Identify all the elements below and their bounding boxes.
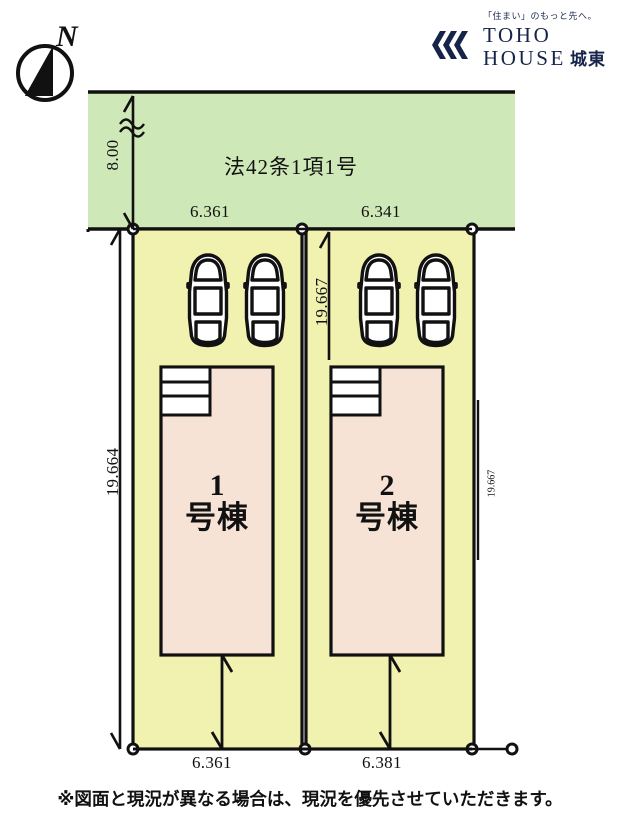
building-1-label: 1 号棟 bbox=[161, 470, 273, 535]
dimension-road-width-label: 8.00 bbox=[103, 139, 122, 171]
building-1-number: 1 bbox=[209, 469, 225, 502]
compass-north-label: N bbox=[55, 20, 79, 53]
building-2-label: 2 号棟 bbox=[331, 470, 443, 535]
dimension-bottom bbox=[133, 742, 519, 756]
brand-line-1: TOHO bbox=[482, 23, 552, 47]
dimension-center-vertical bbox=[318, 231, 331, 360]
dimension-bottom-right-label: 6.381 bbox=[362, 753, 402, 772]
dimension-left-vertical bbox=[109, 228, 122, 750]
dimension-center-vertical-label: 19.667 bbox=[312, 277, 331, 327]
building-2 bbox=[329, 365, 445, 657]
building-1-stair-detail bbox=[159, 365, 212, 417]
car-top-view-icon bbox=[186, 253, 230, 348]
dimension-right-vertical-label: 19.667 bbox=[486, 469, 498, 498]
building-2-suffix: 号棟 bbox=[355, 499, 419, 535]
dimension-top-left-label: 6.361 bbox=[190, 202, 230, 221]
building-2-stair-detail bbox=[329, 365, 382, 417]
dimension-bottom-left-label: 6.361 bbox=[192, 753, 232, 772]
building-1 bbox=[159, 365, 275, 657]
toho-chevron-logo-icon bbox=[431, 30, 468, 59]
compass-north-icon: N bbox=[16, 20, 79, 102]
dimension-road-width bbox=[119, 95, 145, 230]
car-top-view-icon bbox=[243, 253, 287, 348]
dimension-top-right-label: 6.341 bbox=[361, 202, 401, 221]
brand-suffix: 城東 bbox=[570, 50, 606, 69]
car-top-view-icon bbox=[357, 253, 401, 348]
building-2-number: 2 bbox=[379, 469, 395, 502]
brand-tagline: 「住まい」のもっと先へ。 bbox=[482, 11, 597, 21]
building-1-suffix: 号棟 bbox=[185, 499, 249, 535]
car-top-view-icon bbox=[414, 253, 458, 348]
brand-line-2: HOUSE bbox=[482, 46, 566, 70]
disclaimer-note: ※図面と現況が異なる場合は、現況を優先させていただきます。 bbox=[57, 789, 563, 809]
road-classification-label: 法42条1項1号 bbox=[224, 155, 358, 179]
setback-arrows bbox=[210, 654, 402, 750]
dimension-left-vertical-label: 19.664 bbox=[103, 447, 122, 497]
